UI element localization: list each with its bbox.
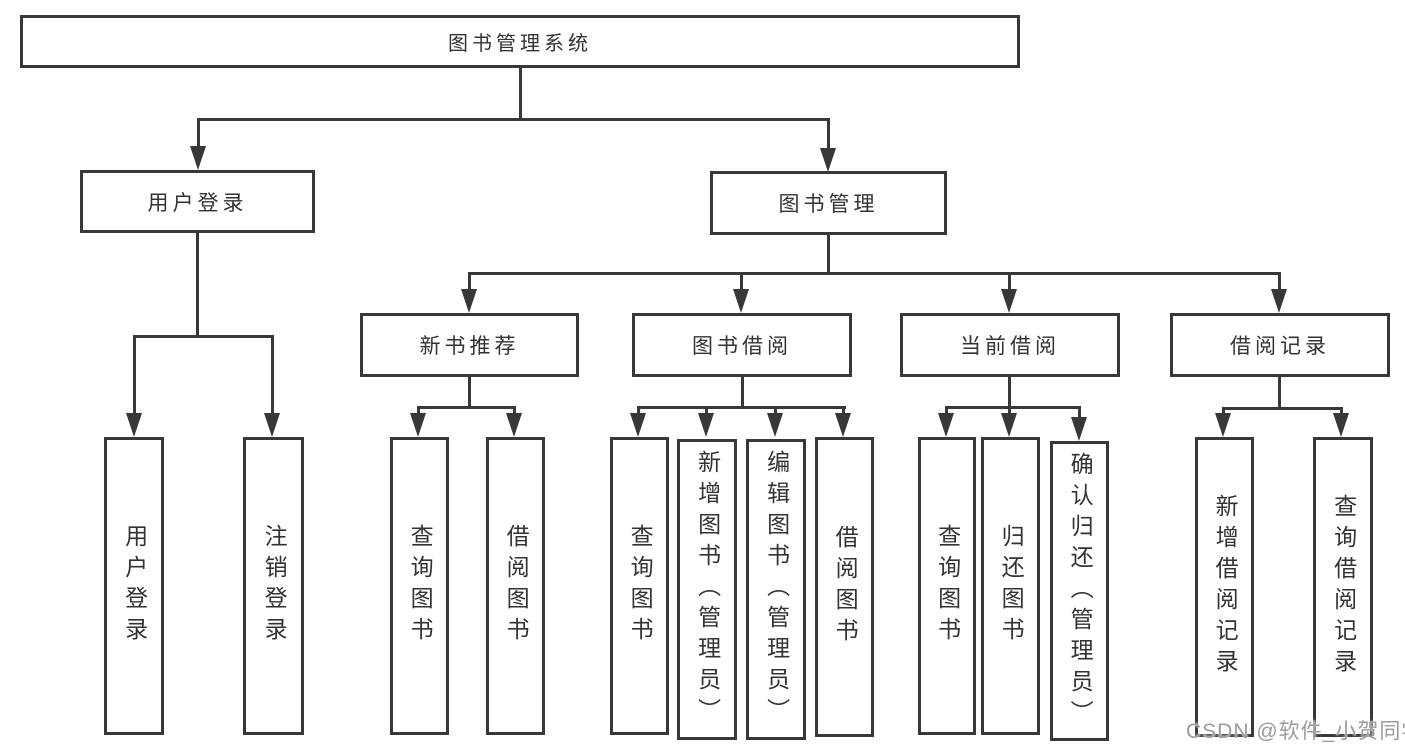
leaf-label: 归还图书 [998, 524, 1025, 648]
node-user-login: 用户登录 [80, 170, 315, 233]
connector-line [1008, 272, 1011, 292]
connector-line [133, 335, 136, 417]
connector-line [1008, 406, 1011, 416]
leaf-label: 确认归还（管理员） [1067, 451, 1094, 731]
leaf-label: 注销登录 [261, 524, 288, 648]
connector-line [774, 406, 777, 416]
leaf-label: 查询借阅记录 [1330, 494, 1357, 680]
leaf-label: 编辑图书（管理员） [763, 450, 790, 729]
node-book-borrowing: 图书借阅 [632, 313, 852, 377]
arrow-down-icon [630, 413, 646, 437]
leaf-add-borrow-record: 新增借阅记录 [1195, 437, 1254, 737]
connector-line [740, 272, 743, 292]
leaf-label: 用户登录 [121, 524, 148, 648]
connector-line [705, 406, 708, 416]
arrow-down-icon [1001, 289, 1017, 313]
leaf-label: 新增图书（管理员） [694, 450, 721, 729]
leaf-logout: 注销登录 [243, 437, 304, 735]
arrow-down-icon [820, 148, 836, 172]
connector-line [1222, 407, 1225, 416]
connector-line [1278, 377, 1281, 409]
leaf-label: 查询图书 [934, 524, 961, 648]
node-book-management: 图书管理 [710, 171, 947, 235]
connector-line [197, 118, 830, 121]
connector-line [417, 406, 420, 416]
arrow-down-icon [835, 413, 851, 437]
leaf-label: 借阅图书 [503, 524, 530, 648]
arrow-down-icon [938, 413, 954, 437]
connector-line [1340, 407, 1343, 416]
arrow-down-icon [126, 413, 142, 437]
leaf-query-books-recommend: 查询图书 [390, 437, 449, 735]
leaf-add-books-admin: 新增图书（管理员） [677, 439, 737, 740]
connector-line [196, 233, 199, 337]
node-borrowing-records: 借阅记录 [1170, 313, 1390, 377]
connector-line [842, 406, 845, 416]
connector-line [827, 118, 830, 150]
connector-line [1222, 407, 1343, 410]
connector-line [827, 235, 830, 274]
arrow-down-icon [1271, 289, 1287, 313]
arrow-down-icon [733, 289, 749, 313]
connector-line [513, 406, 516, 416]
csdn-watermark: CSDN @软件_小贺同学 [1186, 720, 1405, 743]
connector-line [197, 118, 200, 150]
leaf-label: 查询图书 [627, 524, 654, 648]
node-label: 图书管理 [778, 193, 879, 216]
arrow-down-icon [1333, 413, 1349, 437]
leaf-label: 借阅图书 [832, 525, 859, 649]
arrow-down-icon [1001, 413, 1017, 437]
arrow-down-icon [410, 413, 426, 437]
leaf-query-books-borrow: 查询图书 [610, 437, 669, 735]
arrow-down-icon [767, 413, 783, 437]
leaf-query-borrow-record: 查询借阅记录 [1313, 437, 1373, 737]
arrow-down-icon [264, 413, 280, 437]
node-label: 当前借阅 [960, 335, 1060, 358]
connector-line [637, 406, 846, 409]
leaf-user-login: 用户登录 [104, 437, 164, 735]
connector-line [1008, 377, 1011, 408]
leaf-edit-books-admin: 编辑图书（管理员） [746, 439, 806, 740]
leaf-confirm-return-admin: 确认归还（管理员） [1050, 441, 1109, 741]
arrow-down-icon [190, 146, 206, 170]
node-library-system: 图书管理系统 [20, 15, 1020, 68]
arrow-down-icon [1215, 413, 1231, 437]
leaf-borrow-books-recommend: 借阅图书 [486, 437, 545, 735]
connector-line [519, 68, 522, 120]
node-label: 新书推荐 [419, 335, 520, 358]
connector-line [271, 335, 274, 417]
node-label: 图书借阅 [692, 335, 792, 358]
node-label: 图书管理系统 [448, 33, 592, 55]
connector-line [1278, 272, 1281, 292]
connector-line [468, 377, 471, 408]
node-label: 用户登录 [147, 191, 248, 215]
connector-line [945, 406, 1081, 409]
leaf-label: 新增借阅记录 [1212, 494, 1239, 680]
leaf-label: 查询图书 [407, 524, 434, 648]
leaf-query-books-current: 查询图书 [918, 437, 976, 735]
node-new-book-recommend: 新书推荐 [360, 313, 579, 377]
connector-line [637, 406, 640, 416]
arrow-down-icon [698, 413, 714, 437]
arrow-down-icon [461, 289, 477, 313]
connector-line [1078, 406, 1081, 420]
connector-line [133, 335, 274, 338]
leaf-return-books: 归还图书 [981, 437, 1040, 735]
connector-line [945, 406, 948, 416]
connector-line [741, 377, 744, 408]
node-label: 借阅记录 [1230, 335, 1330, 358]
arrow-down-icon [506, 413, 522, 437]
connector-line [468, 272, 471, 292]
connector-line [468, 272, 1281, 275]
arrow-down-icon [1071, 417, 1087, 441]
connector-line [417, 406, 516, 409]
leaf-borrow-books: 借阅图书 [815, 437, 874, 737]
node-current-borrowing: 当前借阅 [900, 313, 1120, 377]
